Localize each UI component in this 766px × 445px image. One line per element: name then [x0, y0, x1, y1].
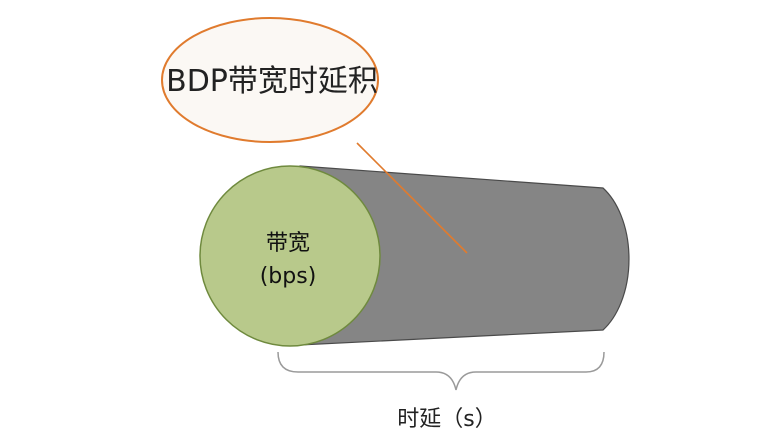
latency-label: 时延（s） — [397, 407, 496, 432]
pipe-end-circle — [199, 165, 381, 347]
latency-brace — [277, 351, 605, 391]
bandwidth-unit: (bps) — [260, 264, 317, 289]
callout-leader-line — [356, 142, 468, 254]
pipe-body — [299, 165, 630, 346]
callout-label: BDP带宽时延积 — [166, 64, 378, 99]
callout-bubble — [161, 17, 379, 143]
bandwidth-label: 带宽 — [266, 231, 310, 256]
